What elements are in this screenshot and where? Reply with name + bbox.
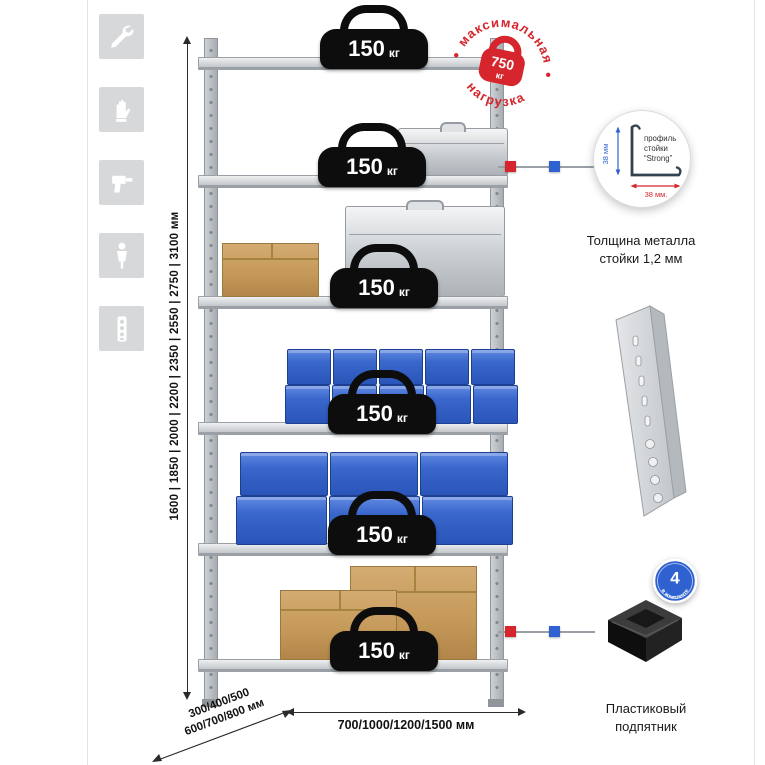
foot-caption: Пластиковый подпятник xyxy=(571,700,721,736)
stamp-dot-right xyxy=(545,72,551,77)
stamp-dot-left xyxy=(454,53,459,58)
weight-unit: кг xyxy=(388,45,400,60)
profile-label-1: профиль xyxy=(644,134,676,143)
red-marker xyxy=(505,161,516,172)
width-dimension-line xyxy=(292,712,520,713)
person-icon xyxy=(116,242,127,269)
blue-bin-row xyxy=(287,349,515,385)
blue-bin xyxy=(422,496,513,545)
max-load-stamp: максимальная нагрузка 750 кг xyxy=(453,5,563,115)
profile-dim-horizontal: 38 мм. xyxy=(645,190,668,199)
connector-line-top xyxy=(498,166,595,168)
weight-value: 150 xyxy=(358,638,395,663)
glove-icon xyxy=(115,99,130,122)
weight-unit: кг xyxy=(396,531,408,546)
stamp-value: 750 xyxy=(490,53,516,74)
feature-tile-gloves xyxy=(99,87,144,132)
blue-bin xyxy=(426,385,471,424)
blue-bin xyxy=(425,349,469,385)
weight-value: 150 xyxy=(358,275,395,300)
blue-bin xyxy=(471,349,515,385)
arrow-up-icon xyxy=(183,36,191,44)
blue-bin xyxy=(240,452,328,496)
foot-caption-line1: Пластиковый xyxy=(605,701,687,716)
weight-unit: кг xyxy=(396,410,408,425)
feature-tile-assembly xyxy=(99,14,144,59)
weight-value: 150 xyxy=(348,36,385,61)
kettlebell-handle xyxy=(338,123,406,157)
thickness-caption-line1: Толщина металла xyxy=(586,233,696,248)
kettlebell-handle xyxy=(348,491,416,525)
height-dimension-label: 1600 | 1850 | 2000 | 2200 | 2350 | 2550 … xyxy=(169,211,181,521)
kettlebell-handle xyxy=(340,5,408,39)
red-marker xyxy=(505,626,516,637)
blue-bin xyxy=(420,452,508,496)
count-badge: 4 в комплекте xyxy=(652,558,698,604)
profile-label-2: стойки xyxy=(644,144,668,153)
foot-caption-line2: подпятник xyxy=(615,719,677,735)
thickness-caption: Толщина металла стойки 1,2 мм xyxy=(566,232,716,268)
drill-icon xyxy=(111,175,132,192)
cardboard-box xyxy=(222,243,319,297)
blue-bin xyxy=(285,385,330,424)
arrow-right-icon xyxy=(518,708,526,716)
weight-unit: кг xyxy=(398,647,410,662)
profile-label-3: “Strong” xyxy=(644,154,673,163)
arrow-down-icon xyxy=(183,692,191,700)
stamp-kettlebell-handle xyxy=(488,35,522,56)
blue-bin xyxy=(236,496,327,545)
rack-foot-right xyxy=(488,699,504,707)
weight-unit: кг xyxy=(398,284,410,299)
width-dimension-label: 700/1000/1200/1500 мм xyxy=(337,718,475,732)
feature-tile-drill xyxy=(99,160,144,205)
weight-value: 150 xyxy=(346,154,383,179)
plastic-foot-image xyxy=(608,600,682,662)
connector-line-bottom xyxy=(498,631,595,633)
height-dimension-line xyxy=(187,42,188,694)
profile-drawing: 38 мм 38 мм. профиль стойки “Strong” xyxy=(601,124,682,199)
rack-post-left xyxy=(204,38,218,700)
power-strip-icon xyxy=(117,315,126,342)
blue-bin xyxy=(473,385,518,424)
blue-bin xyxy=(330,452,418,496)
right-border-line xyxy=(754,0,755,765)
left-border-line xyxy=(87,0,88,765)
stamp-unit: кг xyxy=(495,70,505,82)
rack-foot-left xyxy=(202,699,218,707)
weight-value: 150 xyxy=(356,401,393,426)
wrench-icon xyxy=(110,25,133,48)
stamp-kettlebell-body xyxy=(478,47,525,87)
corner-post-image xyxy=(615,305,687,517)
depth-dimension-line xyxy=(152,710,292,762)
profile-dim-vertical: 38 мм xyxy=(601,144,610,165)
kettlebell-handle xyxy=(348,370,416,404)
kettlebell-handle xyxy=(350,607,418,641)
badge-value: 4 xyxy=(670,569,680,588)
thickness-caption-line2: стойки 1,2 мм xyxy=(599,251,683,267)
blue-bin-row xyxy=(240,452,508,496)
weight-unit: кг xyxy=(386,163,398,178)
blue-bin xyxy=(287,349,331,385)
blue-marker xyxy=(549,161,560,172)
weight-value: 150 xyxy=(356,522,393,547)
blue-marker xyxy=(549,626,560,637)
feature-tile-power-strip xyxy=(99,306,144,351)
profile-callout-circle: 38 мм 38 мм. профиль стойки “Strong” xyxy=(593,110,691,208)
kettlebell-handle xyxy=(350,244,418,278)
feature-tile-person xyxy=(99,233,144,278)
